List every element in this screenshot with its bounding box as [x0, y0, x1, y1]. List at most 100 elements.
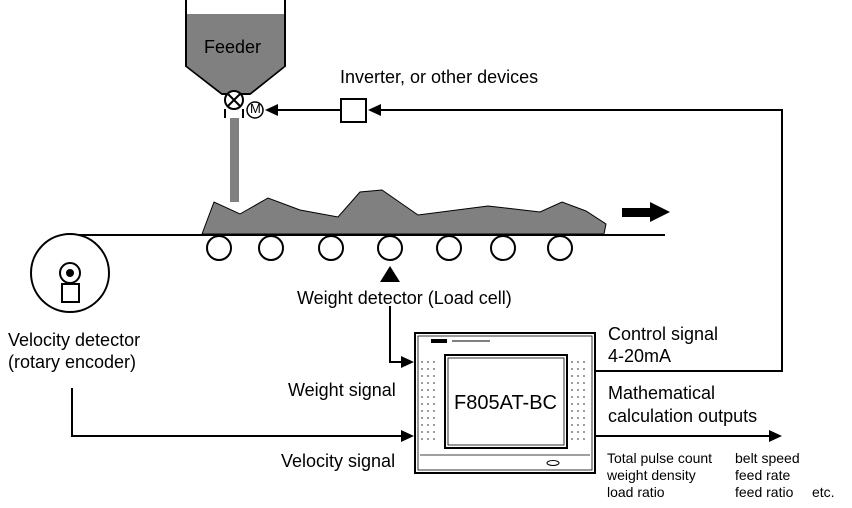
panel-dot — [583, 438, 585, 440]
output-etc: etc. — [812, 484, 835, 500]
panel-dot — [583, 368, 585, 370]
panel-dot — [427, 424, 429, 426]
panel-dot — [421, 431, 423, 433]
panel-dot — [571, 424, 573, 426]
panel-dot — [421, 410, 423, 412]
panel-dot — [433, 417, 435, 419]
panel-dot — [577, 410, 579, 412]
velocity-signal-label: Velocity signal — [281, 451, 396, 471]
panel-dot — [583, 424, 585, 426]
panel-dot — [577, 396, 579, 398]
velocity-signal-line — [71, 388, 414, 442]
panel-dot — [421, 368, 423, 370]
panel-dot — [427, 382, 429, 384]
panel-dot — [583, 396, 585, 398]
panel-dot — [427, 361, 429, 363]
panel-dot — [427, 438, 429, 440]
panel-dot — [571, 389, 573, 391]
output-item: load ratio — [607, 484, 665, 500]
panel-dot — [421, 424, 423, 426]
panel-dot — [421, 403, 423, 405]
panel-dot — [421, 417, 423, 419]
panel-dot — [433, 424, 435, 426]
inverter-label: Inverter, or other devices — [340, 67, 539, 87]
panel-dot — [433, 375, 435, 377]
belt-rollers — [206, 235, 573, 261]
panel-dot — [577, 389, 579, 391]
material-on-belt — [201, 189, 607, 235]
inverter-to-motor-arrow — [265, 104, 340, 116]
panel-dot — [583, 375, 585, 377]
device-panel — [414, 332, 596, 474]
panel-dot — [571, 431, 573, 433]
panel-dot — [433, 361, 435, 363]
panel-dot — [577, 431, 579, 433]
valve-icon — [224, 90, 244, 118]
control-signal-label-2: 4-20mA — [608, 346, 672, 366]
panel-dot — [433, 396, 435, 398]
panel-dot — [433, 438, 435, 440]
panel-dot — [577, 375, 579, 377]
panel-dot — [583, 361, 585, 363]
output-item: Total pulse count — [607, 450, 713, 466]
panel-dot — [571, 403, 573, 405]
control-signal-label-1: Control signal — [608, 324, 719, 344]
panel-dot — [571, 382, 573, 384]
panel-dot — [421, 438, 423, 440]
panel-dot — [583, 382, 585, 384]
output-item: weight density — [607, 467, 696, 483]
output-item: feed rate — [735, 467, 791, 483]
panel-dot — [577, 382, 579, 384]
panel-dot — [583, 389, 585, 391]
panel-dot — [421, 382, 423, 384]
math-outputs-label-1: Mathematical — [608, 383, 716, 403]
panel-dot — [433, 389, 435, 391]
panel-dot — [433, 382, 435, 384]
panel-dot — [577, 361, 579, 363]
weight-signal-label: Weight signal — [288, 380, 396, 400]
panel-dot — [577, 438, 579, 440]
panel-dot — [433, 410, 435, 412]
panel-dot — [421, 389, 423, 391]
weight-detector-label: Weight detector (Load cell) — [297, 288, 512, 308]
panel-dot — [427, 403, 429, 405]
panel-dot — [571, 438, 573, 440]
control-signal-line — [368, 104, 783, 372]
panel-dot — [433, 368, 435, 370]
panel-dot — [571, 417, 573, 419]
panel-dot — [421, 375, 423, 377]
feeder-label: Feeder — [204, 37, 262, 57]
motor-label: M — [250, 101, 261, 116]
panel-dot — [571, 361, 573, 363]
output-item: feed ratio — [735, 484, 794, 500]
panel-dot — [577, 424, 579, 426]
rotary-encoder-icon — [30, 233, 110, 313]
panel-dot — [427, 368, 429, 370]
math-outputs-label-2: calculation outputs — [608, 406, 758, 426]
velocity-detector-label-2: (rotary encoder) — [8, 352, 137, 372]
panel-dot — [577, 417, 579, 419]
panel-dot — [427, 410, 429, 412]
panel-dot — [577, 368, 579, 370]
material-stream — [230, 118, 239, 202]
math-outputs-arrow — [596, 430, 782, 442]
panel-dot — [583, 431, 585, 433]
panel-dot — [421, 361, 423, 363]
panel-dot — [571, 410, 573, 412]
motor-icon — [246, 101, 264, 119]
panel-dot — [433, 431, 435, 433]
panel-dot — [427, 431, 429, 433]
panel-dot — [571, 368, 573, 370]
load-cell-icon — [380, 266, 400, 282]
device-dots — [421, 361, 585, 440]
panel-dot — [577, 403, 579, 405]
output-item: belt speed — [735, 450, 800, 466]
panel-dot — [571, 375, 573, 377]
panel-dot — [433, 403, 435, 405]
panel-dot — [427, 396, 429, 398]
panel-dot — [427, 389, 429, 391]
panel-dot — [583, 417, 585, 419]
direction-arrow-icon — [622, 202, 670, 222]
panel-dot — [583, 410, 585, 412]
